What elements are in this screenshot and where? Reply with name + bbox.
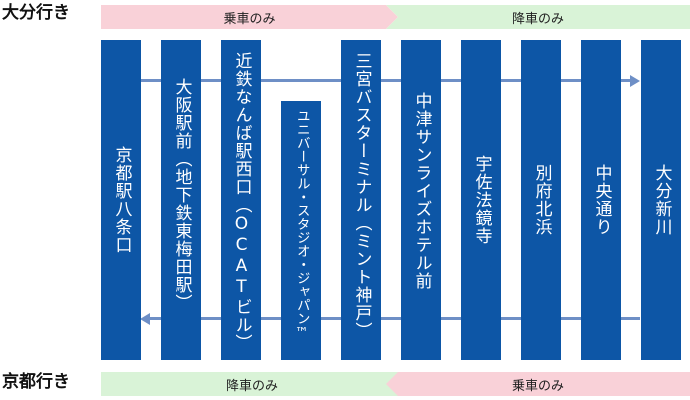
stop-name: 京都駅八条口	[111, 146, 132, 254]
stop-usj: ユニバーサル・スタジオ・ジャパン™	[281, 101, 321, 360]
stop-name: 別府北浜	[531, 164, 552, 236]
stop-name: 三宮バスターミナル（ミント神戸）	[351, 52, 372, 340]
outbound-direction-label: 大分行き	[2, 3, 70, 23]
stop-name: 大分新川	[651, 164, 672, 236]
outbound-alighting-band: 降車のみ	[386, 5, 690, 29]
stop-nakatsu-sunrise-hotel: 中津サンライズホテル前	[401, 40, 441, 360]
stop-name: 中央通り	[591, 164, 612, 236]
stop-sannomiya-bt: 三宮バスターミナル（ミント神戸）	[341, 40, 381, 360]
stop-kyoto-hachijoguchi: 京都駅八条口	[101, 40, 141, 360]
inbound-direction-label: 京都行き	[2, 372, 70, 392]
stop-name: ユニバーサル・スタジオ・ジャパン™	[293, 109, 310, 341]
stop-name: 近鉄なんば駅西口（OCATビル）	[231, 52, 252, 352]
outbound-alighting-text: 降車のみ	[511, 11, 564, 27]
outbound-boarding-text: 乗車のみ	[223, 11, 276, 27]
stop-name: 中津サンライズホテル前	[411, 92, 432, 290]
outbound-boarding-band: 乗車のみ	[101, 5, 398, 29]
stop-name: 大阪駅前（地下鉄東梅田駅）	[171, 78, 192, 312]
inbound-alighting-band: 降車のみ	[101, 372, 403, 396]
stop-name: 宇佐法鏡寺	[471, 155, 492, 245]
inbound-boarding-band: 乗車のみ	[386, 372, 690, 396]
stop-usa-hokyoji: 宇佐法鏡寺	[461, 40, 501, 360]
inbound-route-line	[150, 317, 640, 320]
stop-osaka-ekimae: 大阪駅前（地下鉄東梅田駅）	[161, 40, 201, 360]
inbound-alighting-text: 降車のみ	[225, 378, 278, 394]
outbound-arrow-icon	[630, 74, 640, 87]
stop-oita-shinkawa: 大分新川	[641, 40, 681, 360]
inbound-boarding-text: 乗車のみ	[511, 378, 564, 394]
stop-chuo-dori: 中央通り	[581, 40, 621, 360]
stop-beppu-kitahama: 別府北浜	[521, 40, 561, 360]
outbound-route-line	[140, 79, 630, 82]
inbound-arrow-icon	[140, 312, 150, 325]
stop-kintetsu-namba: 近鉄なんば駅西口（OCATビル）	[221, 40, 261, 360]
